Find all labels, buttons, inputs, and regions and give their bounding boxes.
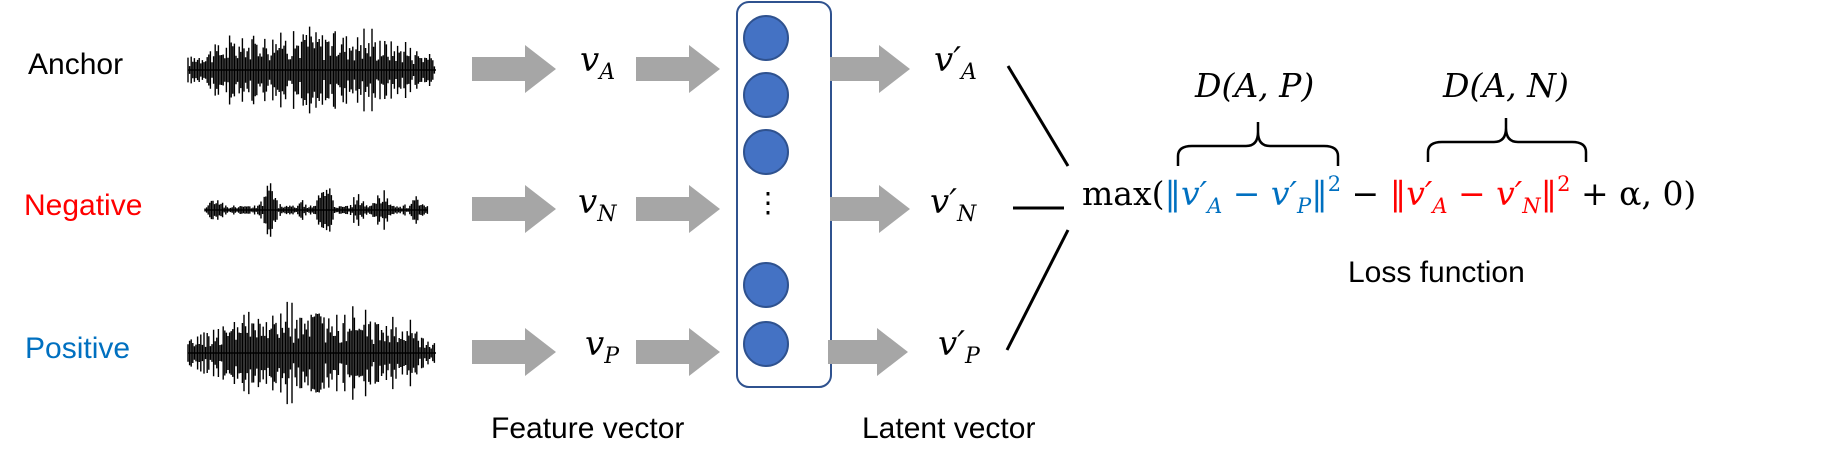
feature-vector-caption: Feature vector <box>491 412 685 445</box>
loss-formula: max(‖v′A − v′P‖2 − ‖v′A − v′N‖2 + α, 0) <box>1082 172 1697 218</box>
arrow-positive-to-network <box>636 328 720 376</box>
distance-an-term: ‖v′A − v′N‖2 <box>1389 172 1571 218</box>
arrow-network-to-latent-negative <box>830 185 910 233</box>
network-node <box>743 72 789 118</box>
latent-vector-anchor: v′A <box>934 40 977 85</box>
feature-vector-positive: vP <box>585 324 620 369</box>
distance-ap-term: ‖v′A − v′P‖2 <box>1164 172 1342 218</box>
feature-vector-anchor: vA <box>580 40 616 85</box>
latent-vector-caption: Latent vector <box>862 412 1036 445</box>
positive-label: Positive <box>25 332 131 365</box>
network-node <box>743 321 789 367</box>
arrow-negative-to-network <box>636 185 720 233</box>
latent-vector-positive: v′P <box>938 324 980 369</box>
positive-waveform <box>187 301 436 405</box>
negative-waveform <box>204 183 429 237</box>
anchor-waveform <box>187 26 436 114</box>
arrow-positive-to-feature <box>472 328 556 376</box>
arrow-negative-to-feature <box>472 185 556 233</box>
connector-anchor <box>1006 65 1070 167</box>
brace-an <box>1426 118 1588 162</box>
distance-ap-label: D(A, P) <box>1195 66 1315 105</box>
loss-function-caption: Loss function <box>1348 256 1525 289</box>
network-node <box>743 15 789 61</box>
network-ellipsis: ⋮ <box>754 186 782 219</box>
arrow-network-to-latent-anchor <box>830 45 910 93</box>
arrow-anchor-to-network <box>636 45 720 93</box>
negative-label: Negative <box>24 189 143 222</box>
brace-ap <box>1176 122 1340 166</box>
feature-vector-negative: vN <box>578 182 617 227</box>
anchor-label: Anchor <box>28 48 124 81</box>
arrow-network-to-latent-positive <box>828 328 908 376</box>
distance-an-label: D(A, N) <box>1443 66 1569 105</box>
arrow-anchor-to-feature <box>472 45 556 93</box>
network-node <box>743 129 789 175</box>
latent-vector-negative: v′N <box>930 182 977 227</box>
network-node <box>743 262 789 308</box>
connector-positive <box>1005 229 1070 351</box>
